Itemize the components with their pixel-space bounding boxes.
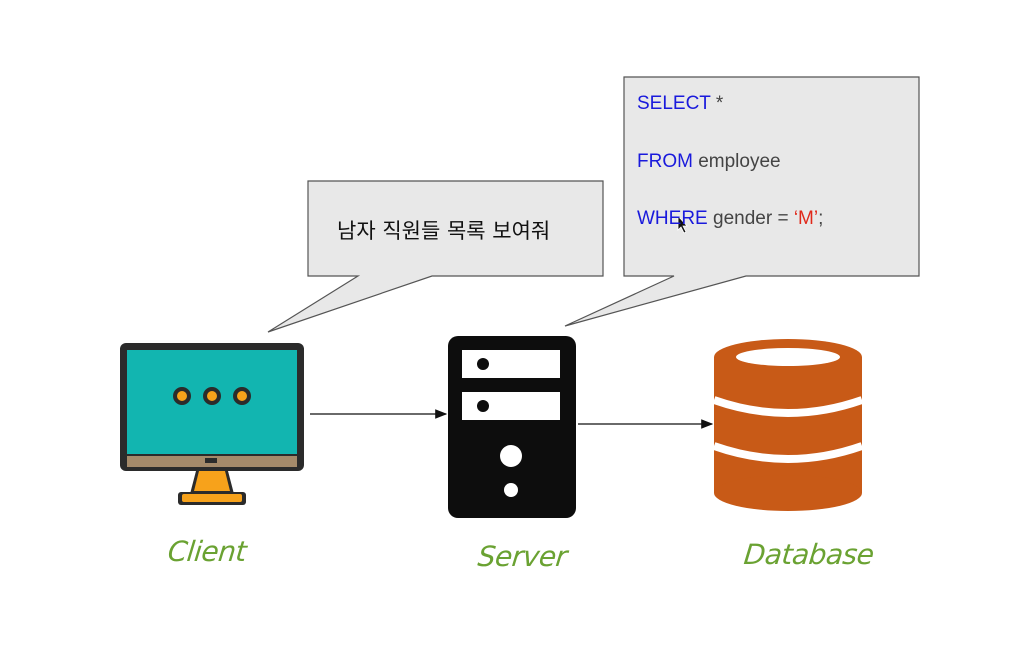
database-icon xyxy=(712,339,864,511)
sql-table-name: employee xyxy=(692,151,781,172)
server-label: Server xyxy=(476,540,569,573)
sql-keyword-from: FROM xyxy=(637,151,693,172)
sql-speech-bubble xyxy=(564,76,920,327)
mouse-cursor-icon xyxy=(677,214,688,234)
sql-keyword-where: WHERE xyxy=(637,208,708,229)
database-label: Database xyxy=(742,538,876,571)
client-speech-bubble xyxy=(267,180,604,333)
sql-line-from: FROM employee xyxy=(637,151,781,173)
sql-line-where: WHERE gender = ‘M’; xyxy=(637,208,823,230)
server-icon xyxy=(448,336,576,518)
sql-select-columns: * xyxy=(710,93,724,114)
sql-semicolon: ; xyxy=(818,208,824,229)
client-label: Client xyxy=(166,535,248,568)
sql-line-select: SELECT * xyxy=(637,93,723,115)
sql-keyword-select: SELECT xyxy=(637,93,711,114)
sql-string-value: ‘M’ xyxy=(793,208,819,229)
monitor-icon xyxy=(120,343,304,505)
client-request-text: 남자 직원들 목록 보여줘 xyxy=(337,219,551,243)
sql-condition: gender = xyxy=(707,208,794,229)
